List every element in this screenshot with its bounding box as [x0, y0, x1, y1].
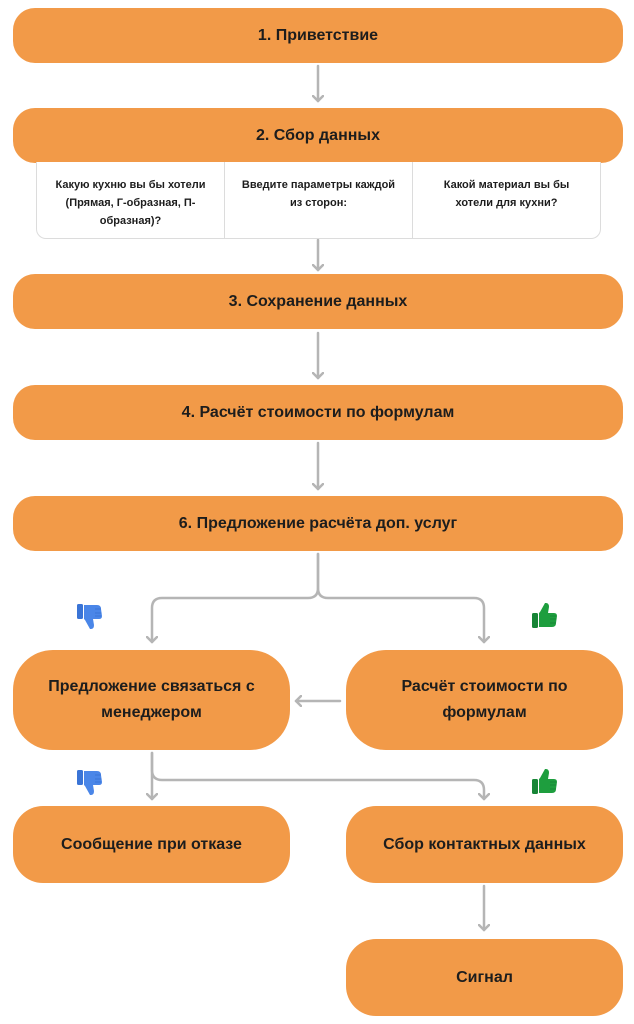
thumbs-down-icon — [77, 604, 102, 629]
question-material: Какой материал вы бы хотели для кухни? — [412, 162, 600, 238]
step-refusal-message-label: Сообщение при отказе — [61, 835, 242, 853]
step-save-data-label: 3. Сохранение данных — [228, 292, 408, 310]
step-greeting-label: 1. Приветствие — [257, 26, 379, 44]
step-calc-services: Расчёт стоимости по формулам — [346, 650, 623, 750]
step-calc-services-label: Расчёт стоимости по формулам — [401, 678, 568, 721]
thumbs-down-icon — [77, 770, 102, 795]
step-signal: Сигнал — [346, 939, 623, 1016]
step-contact-manager: Предложение связаться с менеджером — [13, 650, 290, 750]
step-offer-services: 6. Предложение расчёта доп. услуг — [13, 496, 623, 551]
branch-arrow-left — [152, 552, 320, 644]
questions-panel: Какую кухню вы бы хотели (Прямая, Г-обра… — [36, 162, 601, 239]
step-calc-cost-label: 4. Расчёт стоимости по формулам — [181, 403, 455, 421]
question-kitchen-type: Какую кухню вы бы хотели (Прямая, Г-обра… — [55, 179, 206, 227]
thumbs-up-icon — [532, 769, 557, 794]
step-offer-services-label: 6. Предложение расчёта доп. услуг — [178, 514, 458, 532]
step-collect-data-label: 2. Сбор данных — [256, 126, 380, 144]
step-collect-data: 2. Сбор данных — [13, 108, 623, 163]
step-signal-label: Сигнал — [456, 968, 513, 986]
step-refusal-message: Сообщение при отказе — [13, 806, 290, 883]
step-save-data: 3. Сохранение данных — [13, 274, 623, 329]
arrow-manager-to-contacts — [150, 751, 484, 801]
question-side-params: Введите параметры каждой из сторон: — [224, 162, 412, 238]
step-contact-manager-label: Предложение связаться с менеджером — [48, 678, 255, 721]
step-collect-contacts-label: Сбор контактных данных — [383, 835, 586, 853]
thumbs-up-icon — [532, 603, 557, 628]
step-collect-contacts: Сбор контактных данных — [346, 806, 623, 883]
branch-arrow-right — [316, 552, 484, 644]
step-calc-cost: 4. Расчёт стоимости по формулам — [13, 385, 623, 440]
step-greeting: 1. Приветствие — [13, 8, 623, 63]
